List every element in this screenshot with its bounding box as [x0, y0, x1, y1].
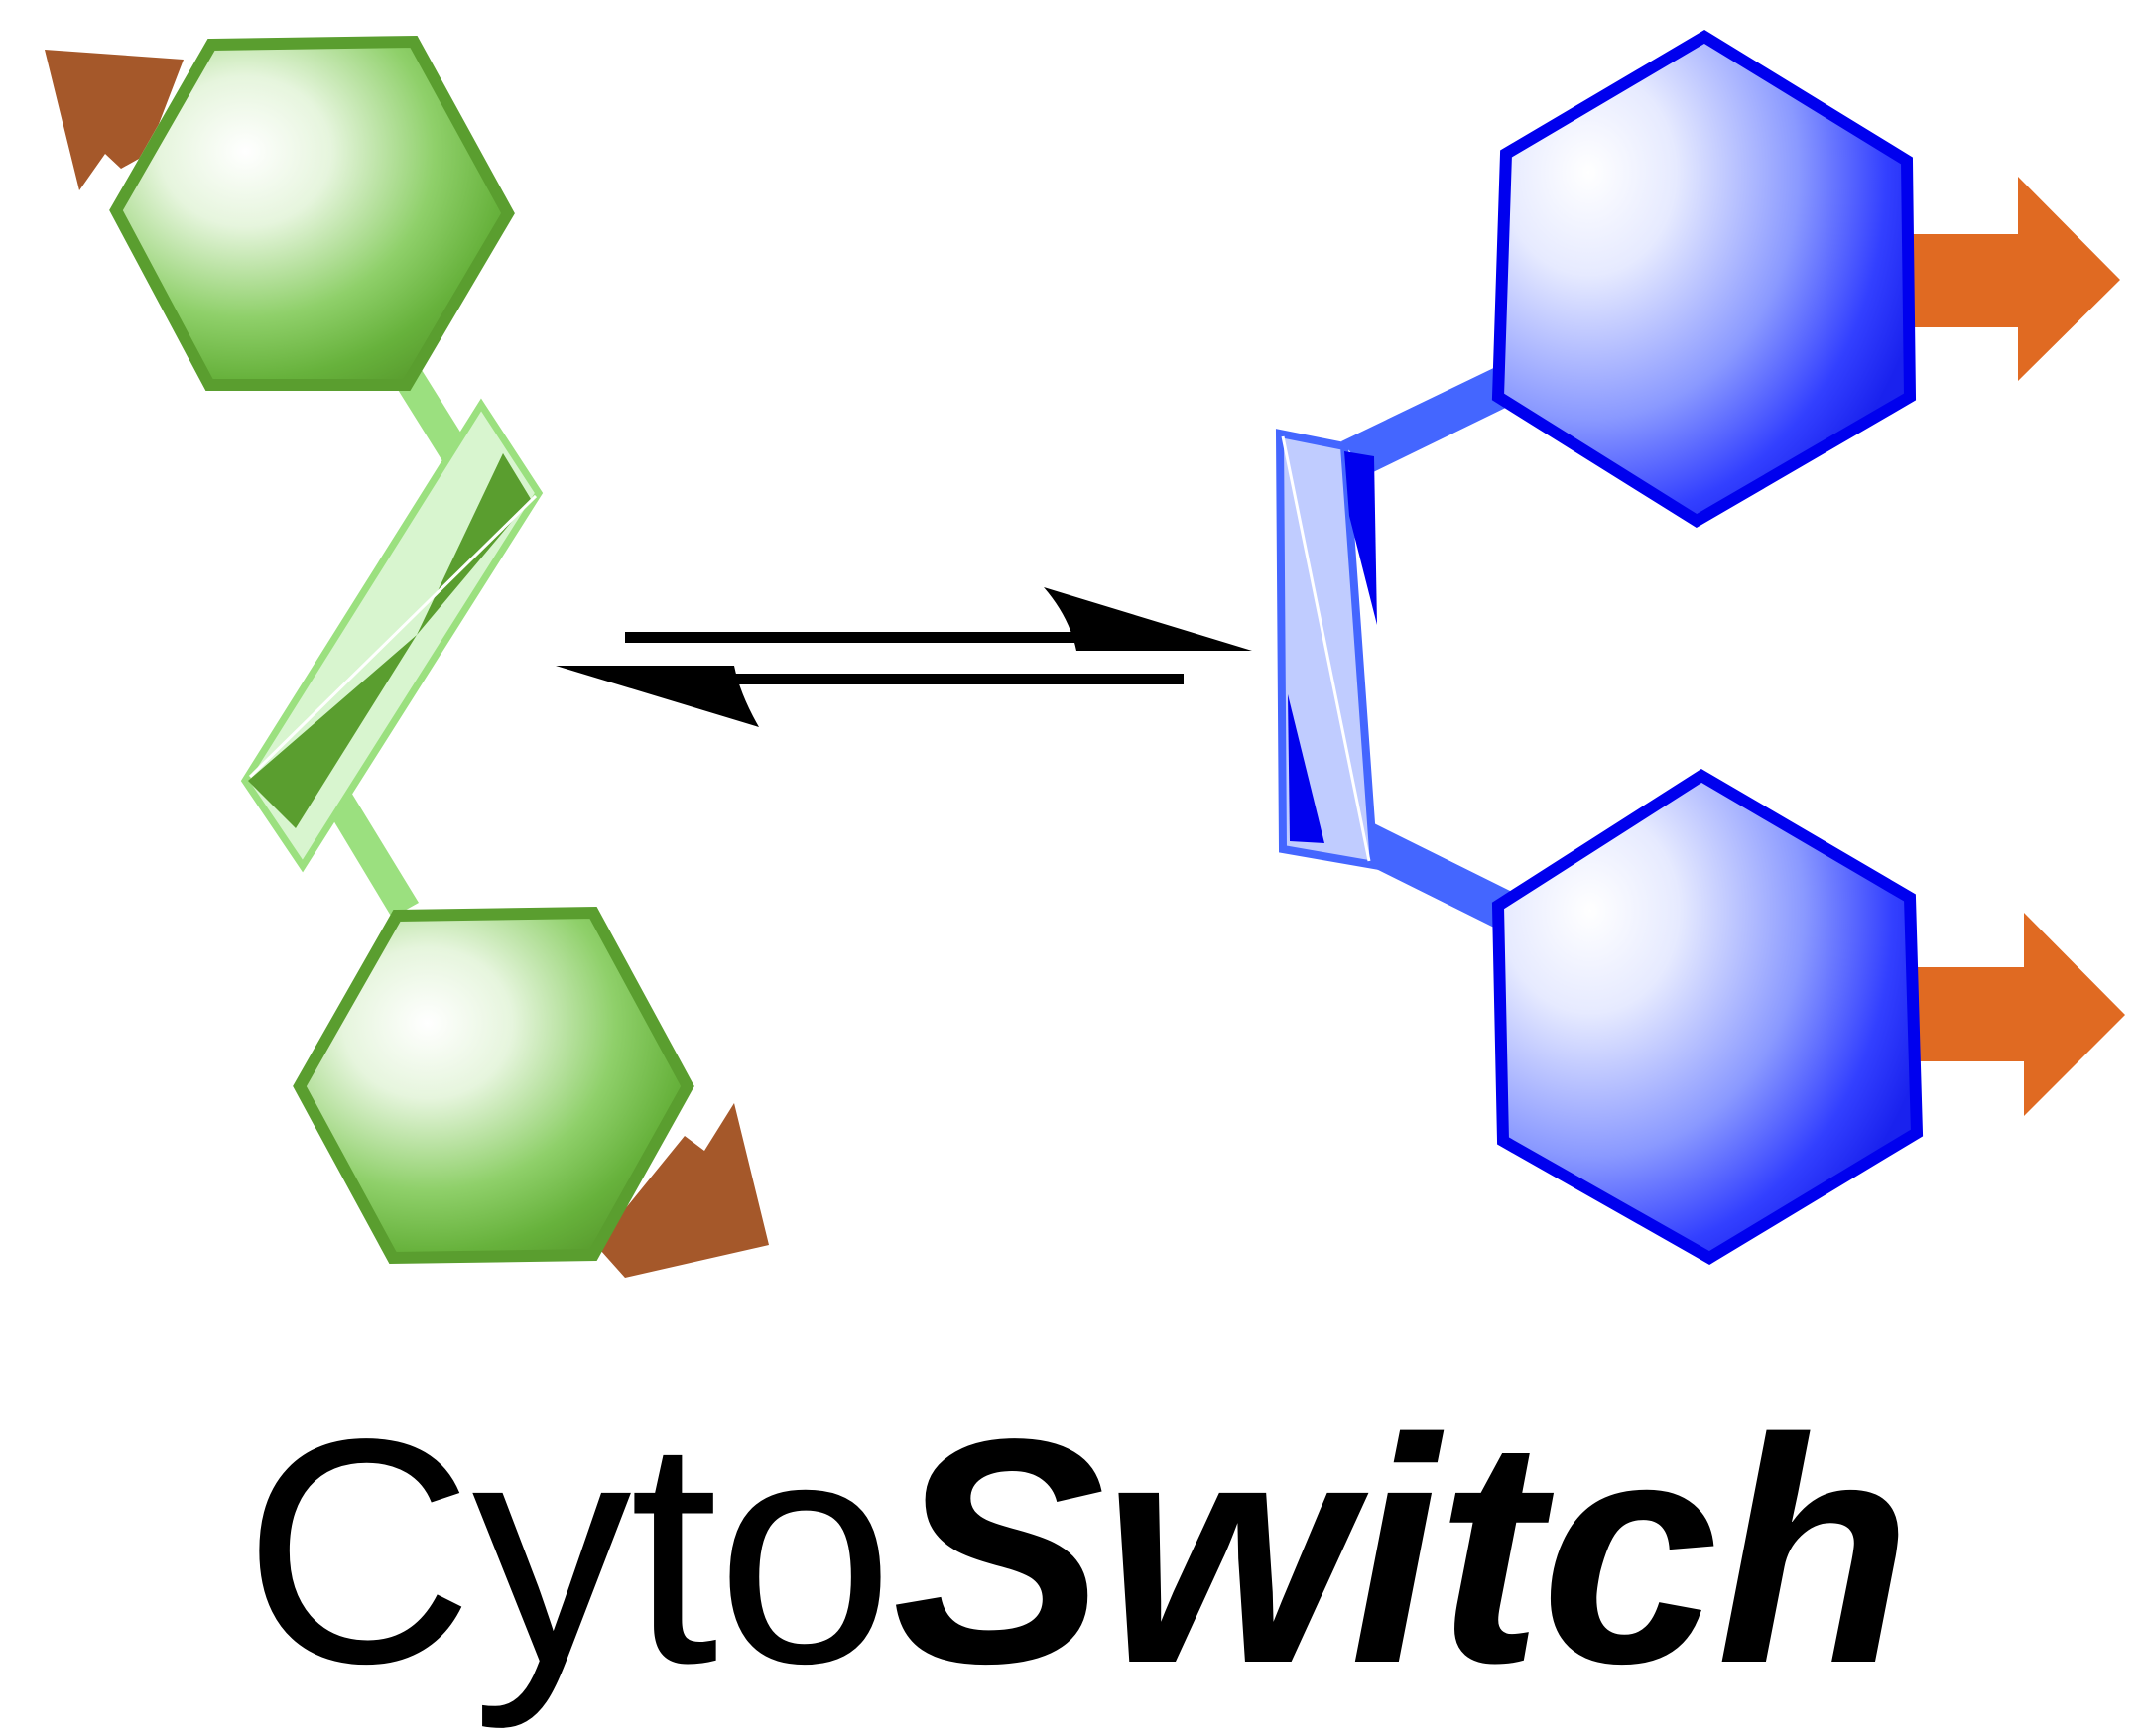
wordmark: CytoSwitch	[243, 1384, 1912, 1721]
reverse-arrow-head	[556, 666, 759, 727]
double-bond-shade-top	[417, 453, 531, 635]
bond-bottom-left	[324, 791, 419, 918]
blue-ring-bottom-icon	[1491, 768, 1924, 1265]
green-ring-top-icon	[109, 35, 515, 391]
bond-bottom-right	[1344, 823, 1518, 934]
green-ring-bottom-icon	[293, 906, 694, 1265]
double-bond-highlight-cis	[1281, 435, 1371, 862]
forward-arrow-shaft	[625, 632, 1081, 643]
brown-arrow-top-icon	[45, 50, 184, 190]
bond-top-right	[1341, 361, 1518, 474]
cis-isomer-icon	[1275, 29, 2125, 1265]
orange-arrow-bottom-icon	[1910, 913, 2125, 1116]
double-bond-shade-lower	[1288, 694, 1324, 843]
blue-ring-top-icon	[1491, 29, 1917, 529]
orange-arrow-top-icon	[1905, 177, 2120, 381]
double-bond-shade-upper	[1344, 451, 1377, 625]
wordmark-switch: Switch	[892, 1374, 1912, 1730]
brown-arrow-bottom-icon	[600, 1103, 769, 1278]
double-bond-highlight	[248, 494, 538, 779]
wordmark-cyto: Cyto	[243, 1374, 894, 1730]
double-bond-shade-bottom	[248, 635, 417, 828]
reverse-arrow-shaft	[724, 674, 1184, 684]
equilibrium-arrows-icon	[556, 587, 1252, 727]
trans-isomer-icon	[45, 35, 769, 1278]
forward-arrow-head	[1044, 587, 1252, 651]
